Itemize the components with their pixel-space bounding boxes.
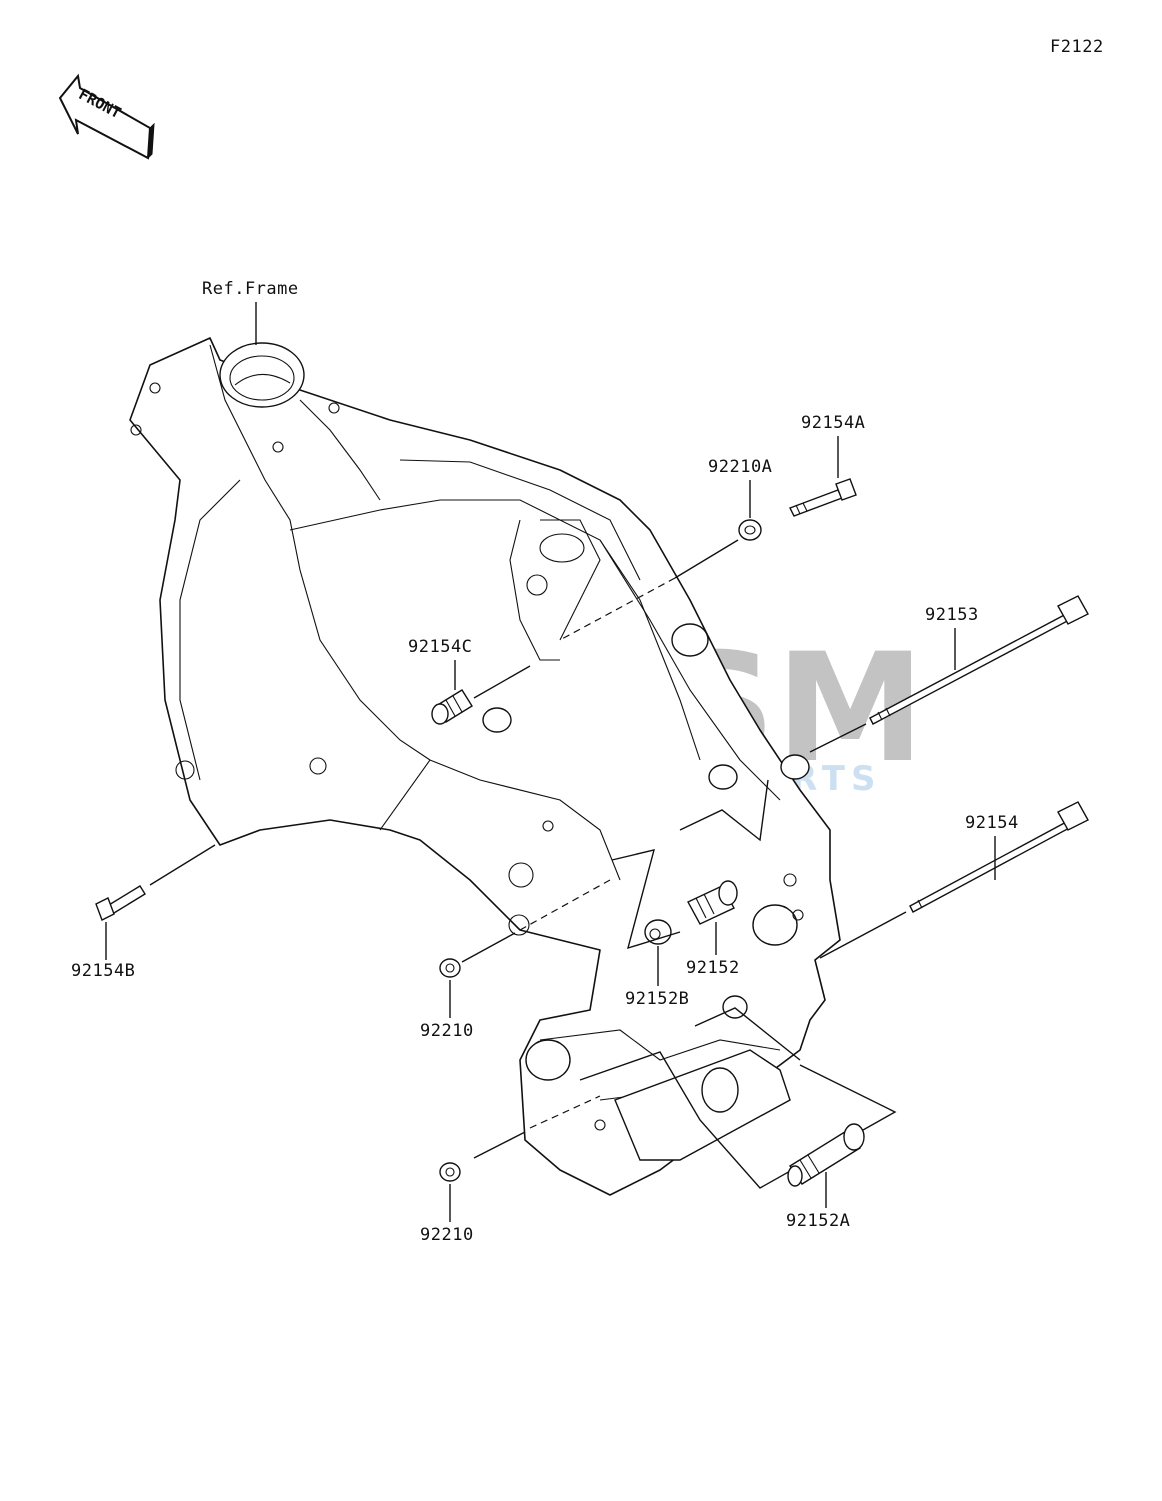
front-arrow-icon: FRONT bbox=[58, 73, 155, 160]
diagram-code: F2122 bbox=[1050, 37, 1104, 57]
ref-frame-label: Ref.Frame bbox=[202, 279, 299, 299]
label-92153: 92153 bbox=[925, 605, 979, 625]
label-92210-lower: 92210 bbox=[420, 1225, 474, 1245]
bolt-92154A bbox=[789, 478, 857, 517]
collar-92152B bbox=[644, 919, 672, 945]
nut-92210A bbox=[738, 519, 762, 541]
bolt-92154B bbox=[95, 885, 146, 921]
bolt-92153 bbox=[869, 595, 1089, 725]
label-92154B: 92154B bbox=[71, 961, 135, 981]
nut-92210-lower bbox=[439, 1162, 461, 1182]
bolt-92152A bbox=[787, 1123, 865, 1187]
bolt-92154 bbox=[909, 801, 1089, 913]
bolt-92152 bbox=[687, 880, 738, 925]
motorcycle-frame bbox=[129, 337, 841, 1196]
label-92152: 92152 bbox=[686, 958, 740, 978]
label-92154A: 92154A bbox=[801, 413, 865, 433]
label-92154C: 92154C bbox=[408, 637, 472, 657]
label-92210A: 92210A bbox=[708, 457, 772, 477]
nut-92210-upper bbox=[439, 958, 461, 978]
label-92152B: 92152B bbox=[625, 989, 689, 1009]
bolt-92154C bbox=[431, 689, 473, 725]
label-92152A: 92152A bbox=[786, 1211, 850, 1231]
label-92154: 92154 bbox=[965, 813, 1019, 833]
label-92210-upper: 92210 bbox=[420, 1021, 474, 1041]
